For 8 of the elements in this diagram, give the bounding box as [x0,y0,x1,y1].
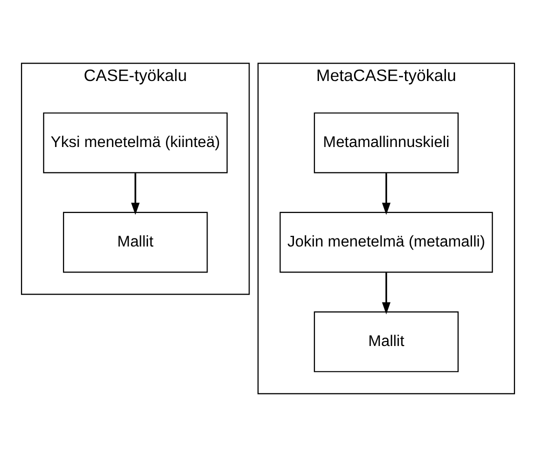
node-box: Mallit [62,212,208,273]
arrow [131,173,140,215]
node-box: Jokin menetelmä (metamalli) [280,212,493,273]
node-box: Metamallinnuskieli [314,112,459,174]
node-box: Yksi menetelmä (kiinteä) [43,112,228,174]
arrow [382,272,391,314]
arrow [382,173,391,215]
node-box: Mallit [314,311,459,372]
